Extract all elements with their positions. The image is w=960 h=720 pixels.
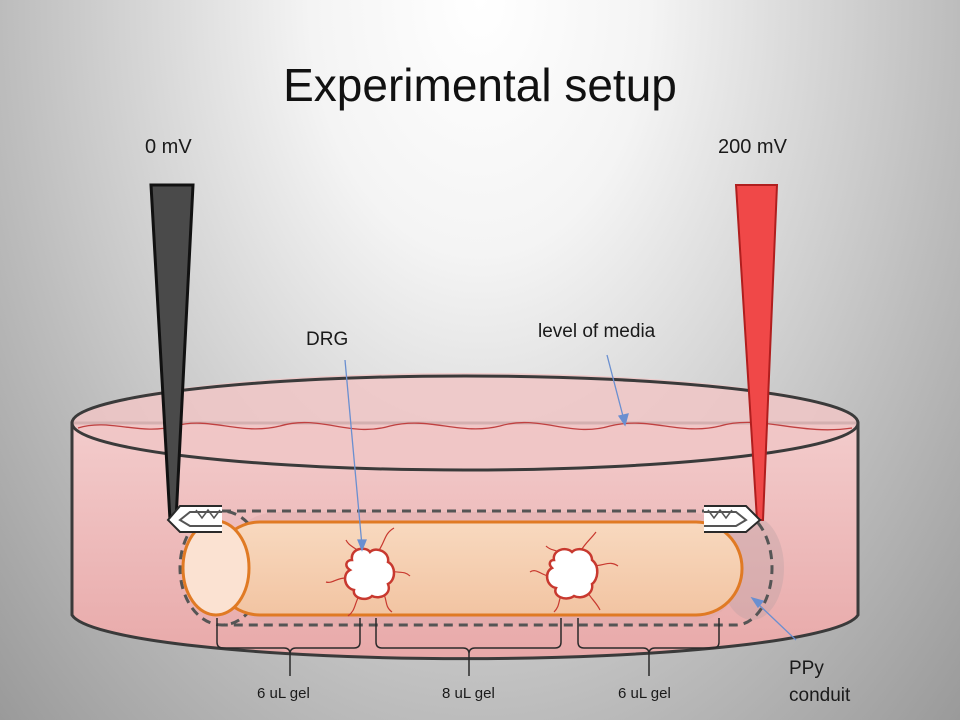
- arrow-drg: [344, 359, 363, 547]
- clip-right: [704, 505, 762, 533]
- arrow-media: [606, 354, 625, 421]
- media-surface: [72, 373, 858, 473]
- ppy-conduit: [181, 519, 744, 617]
- gel-braces: [216, 618, 720, 676]
- conduit-label-line1: PPy: [789, 658, 824, 679]
- right-voltage-label: 200 mV: [718, 136, 787, 158]
- gel-label-2: 8 uL gel: [442, 685, 495, 702]
- drg-cluster-left: [325, 527, 411, 617]
- gel-label-3: 6 uL gel: [618, 685, 671, 702]
- brace-gel-2: [375, 618, 562, 676]
- gel-label-1: 6 uL gel: [257, 685, 310, 702]
- clip-left: [166, 505, 222, 533]
- drg-cluster-right: [529, 531, 619, 613]
- conduit-label-line2: conduit: [789, 685, 851, 706]
- drg-body: [343, 547, 396, 601]
- conduit-label: PPy conduit: [789, 655, 909, 709]
- drg-label: DRG: [306, 329, 349, 350]
- electrode-right: [734, 184, 779, 521]
- brace-gel-1: [216, 618, 361, 676]
- brace-gel-3: [577, 618, 720, 676]
- callout-arrows: [344, 354, 797, 641]
- media-level-line: [77, 421, 853, 431]
- arrow-conduit: [755, 601, 797, 641]
- dish-rim: [70, 374, 860, 472]
- left-voltage-label: 0 mV: [145, 136, 192, 158]
- conduit-opening: [181, 519, 251, 617]
- page-title: Experimental setup: [283, 59, 677, 111]
- media-level-label: level of media: [538, 321, 656, 342]
- drg-body: [545, 548, 599, 600]
